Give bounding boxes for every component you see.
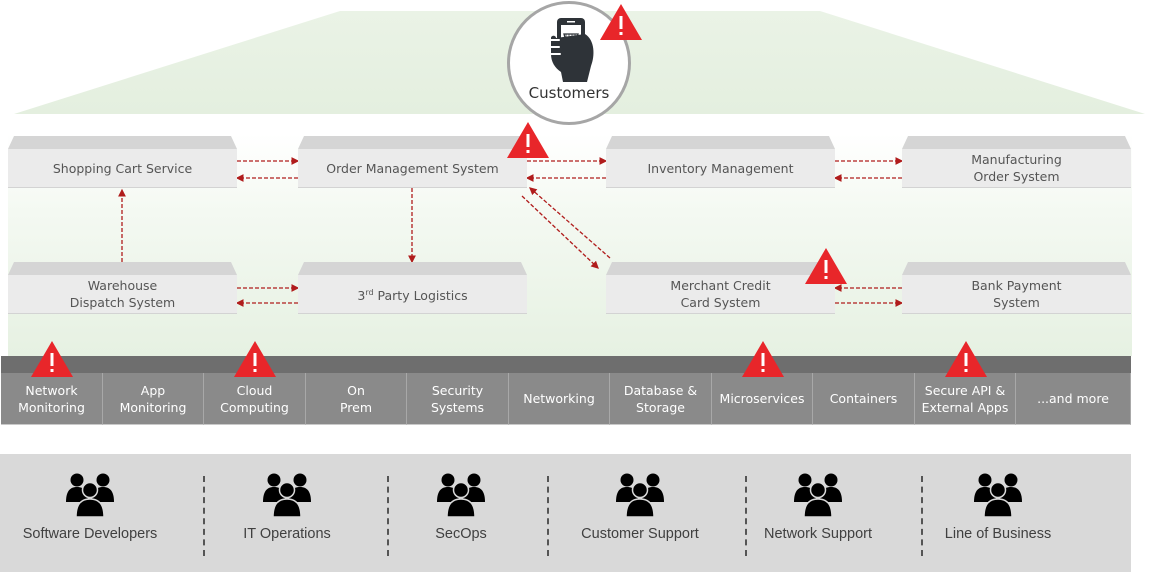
infrastructure-label: ...and more	[1037, 391, 1109, 406]
infrastructure-item[interactable]: Containers	[813, 373, 915, 425]
infrastructure-label: Networking	[523, 391, 595, 406]
infrastructure-label: Secure API & External Apps	[921, 382, 1009, 415]
system-order-management[interactable]: Order Management System	[298, 136, 527, 188]
team-item[interactable]: Software Developers	[10, 454, 170, 572]
warning-icon	[944, 341, 987, 377]
team-label: Software Developers	[22, 526, 158, 542]
team-label: Customer Support	[581, 526, 699, 542]
system-label: Shopping Cart Service	[52, 160, 193, 176]
infrastructure-label: Network Monitoring	[18, 382, 85, 415]
team-item[interactable]: Line of Business	[918, 454, 1078, 572]
system-manufacturing[interactable]: Manufacturing Order System	[902, 136, 1131, 188]
infrastructure-label: Microservices	[719, 391, 805, 406]
system-third-party-logistics[interactable]: 3rd Party Logistics	[298, 262, 527, 314]
teams-panel: Software Developers IT Operations SecOps Cu…	[0, 454, 1131, 572]
system-shopping-cart[interactable]: Shopping Cart Service	[8, 136, 237, 188]
infrastructure-layer: Network Monitoring App Monitoring Cloud Co…	[1, 356, 1131, 425]
system-label: Inventory Management	[647, 160, 794, 176]
team-label: Network Support	[764, 526, 872, 542]
user-group-icon	[616, 473, 664, 518]
divider	[203, 476, 205, 556]
team-item[interactable]: Network Support	[738, 454, 898, 572]
warning-icon	[31, 341, 73, 377]
customers-node[interactable]: Customers	[507, 1, 631, 125]
warning-icon-order-management	[507, 122, 549, 158]
customers-label: Customers	[528, 84, 610, 102]
infrastructure-label: On Prem	[339, 382, 373, 415]
infrastructure-label: Cloud Computing	[220, 382, 289, 415]
system-label: Bank Payment System	[971, 278, 1062, 310]
team-label: IT Operations	[243, 526, 331, 542]
system-label: Merchant Credit Card System	[670, 278, 771, 310]
team-item[interactable]: IT Operations	[207, 454, 367, 572]
warning-icon	[234, 341, 276, 377]
user-group-icon	[66, 473, 114, 518]
user-group-icon	[794, 473, 842, 518]
infrastructure-item[interactable]: App Monitoring	[103, 373, 204, 425]
arrow-order-to-merchant	[521, 195, 599, 269]
divider	[387, 476, 389, 556]
system-label: Order Management System	[326, 160, 499, 176]
infrastructure-item[interactable]: Networking	[509, 373, 610, 425]
infrastructure-item[interactable]: Secure API & External Apps	[915, 373, 1016, 425]
team-item[interactable]: SecOps	[381, 454, 541, 572]
user-group-icon	[974, 473, 1022, 518]
team-label: SecOps	[435, 526, 487, 542]
user-group-icon	[263, 473, 311, 518]
infrastructure-label: Containers	[829, 391, 898, 406]
smartphone-shopping-cart-icon	[548, 18, 594, 82]
infrastructure-item[interactable]: Microservices	[712, 373, 813, 425]
infrastructure-label: Security Systems	[430, 382, 485, 415]
system-merchant-credit[interactable]: Merchant Credit Card System	[606, 262, 835, 314]
system-label: Manufacturing Order System	[971, 152, 1062, 184]
infrastructure-item[interactable]: On Prem	[306, 373, 407, 425]
infrastructure-item[interactable]: Network Monitoring	[1, 373, 103, 425]
team-item[interactable]: Customer Support	[560, 454, 720, 572]
system-inventory[interactable]: Inventory Management	[606, 136, 835, 188]
infrastructure-label: Database & Storage	[623, 382, 698, 415]
infrastructure-label: App Monitoring	[119, 382, 187, 415]
warning-icon	[741, 341, 784, 377]
warning-icon-merchant-credit	[805, 248, 847, 284]
infrastructure-item[interactable]: ...and more	[1016, 373, 1131, 425]
team-label: Line of Business	[944, 526, 1052, 542]
divider	[547, 476, 549, 556]
system-label: Warehouse Dispatch System	[69, 278, 176, 310]
infrastructure-item[interactable]: Database & Storage	[610, 373, 712, 425]
warning-icon-customers	[600, 4, 642, 40]
infrastructure-item[interactable]: Cloud Computing	[204, 373, 306, 425]
divider	[921, 476, 923, 556]
layer-top-edge	[1, 356, 1131, 373]
system-label: 3rd Party Logistics	[357, 287, 468, 304]
system-bank-payment[interactable]: Bank Payment System	[902, 262, 1131, 314]
divider	[745, 476, 747, 556]
infrastructure-item[interactable]: Security Systems	[407, 373, 509, 425]
connection-arrows	[118, 157, 904, 307]
system-warehouse[interactable]: Warehouse Dispatch System	[8, 262, 237, 314]
user-group-icon	[437, 473, 485, 518]
